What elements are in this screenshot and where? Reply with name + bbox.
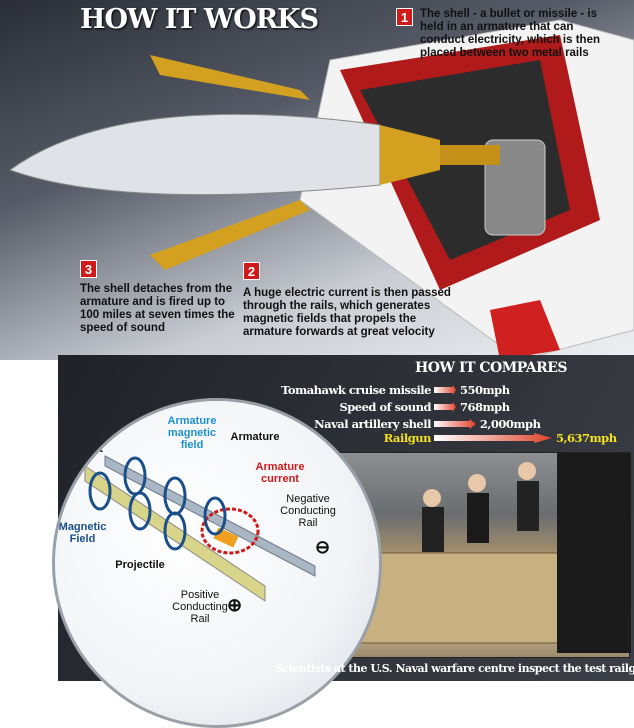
label-projectile: Projectile xyxy=(115,559,165,571)
speed-arrow xyxy=(434,385,456,395)
photo-caption: Scientists at the U.S. Naval warfare cen… xyxy=(275,662,634,675)
shell xyxy=(8,113,381,196)
row-label: Speed of sound xyxy=(339,400,431,414)
label-armature-field: Armature magnetic field xyxy=(167,415,217,451)
page-title: HOW IT WORKS xyxy=(80,4,319,35)
step-1-badge: 1 xyxy=(396,8,413,26)
step-2-text: A huge electric current is then passed t… xyxy=(243,287,451,338)
label-driving-current: Driving current xyxy=(65,431,103,455)
label-armature: Armature xyxy=(230,431,280,443)
step-2-badge: 2 xyxy=(243,262,260,280)
speed-arrow xyxy=(434,402,456,412)
speed-arrow xyxy=(434,419,476,429)
railgun-diagram: Driving current Armature magnetic field … xyxy=(52,398,382,728)
step-3-text: The shell detaches from the armature and… xyxy=(80,283,235,334)
rail-bottom xyxy=(150,200,310,270)
row-label: Tomahawk cruise missile xyxy=(281,383,431,397)
how-it-works-illustration: HOW IT WORKS 1 The shell - a bullet or m… xyxy=(0,0,634,360)
rail-top xyxy=(150,55,310,100)
row-label: Railgun xyxy=(383,431,432,445)
label-positive-rail: Positive Conducting Rail xyxy=(172,589,228,625)
step-1-text: The shell - a bullet or missile - is hel… xyxy=(420,8,600,59)
label-armature-current: Armature current xyxy=(255,461,305,485)
row-value: 768mph xyxy=(460,400,510,414)
row-value: 2,000mph xyxy=(479,417,541,431)
row-value: 5,637mph xyxy=(556,431,617,445)
label-negative-rail: Negative Conducting Rail xyxy=(280,493,336,529)
minus-icon: ⊖ xyxy=(315,537,331,557)
row-value: 550mph xyxy=(460,383,510,397)
step-3-badge: 3 xyxy=(80,260,97,278)
cutaway-block xyxy=(490,300,560,360)
armature xyxy=(380,125,440,185)
railgun-illustration xyxy=(8,19,634,360)
speed-arrow xyxy=(434,433,552,443)
compare-title: HOW IT COMPARES xyxy=(415,360,567,376)
plus-icon: ⊕ xyxy=(227,595,243,615)
label-magnetic-field: Magnetic Field xyxy=(58,521,107,545)
row-label: Naval artillery shell xyxy=(314,417,431,431)
